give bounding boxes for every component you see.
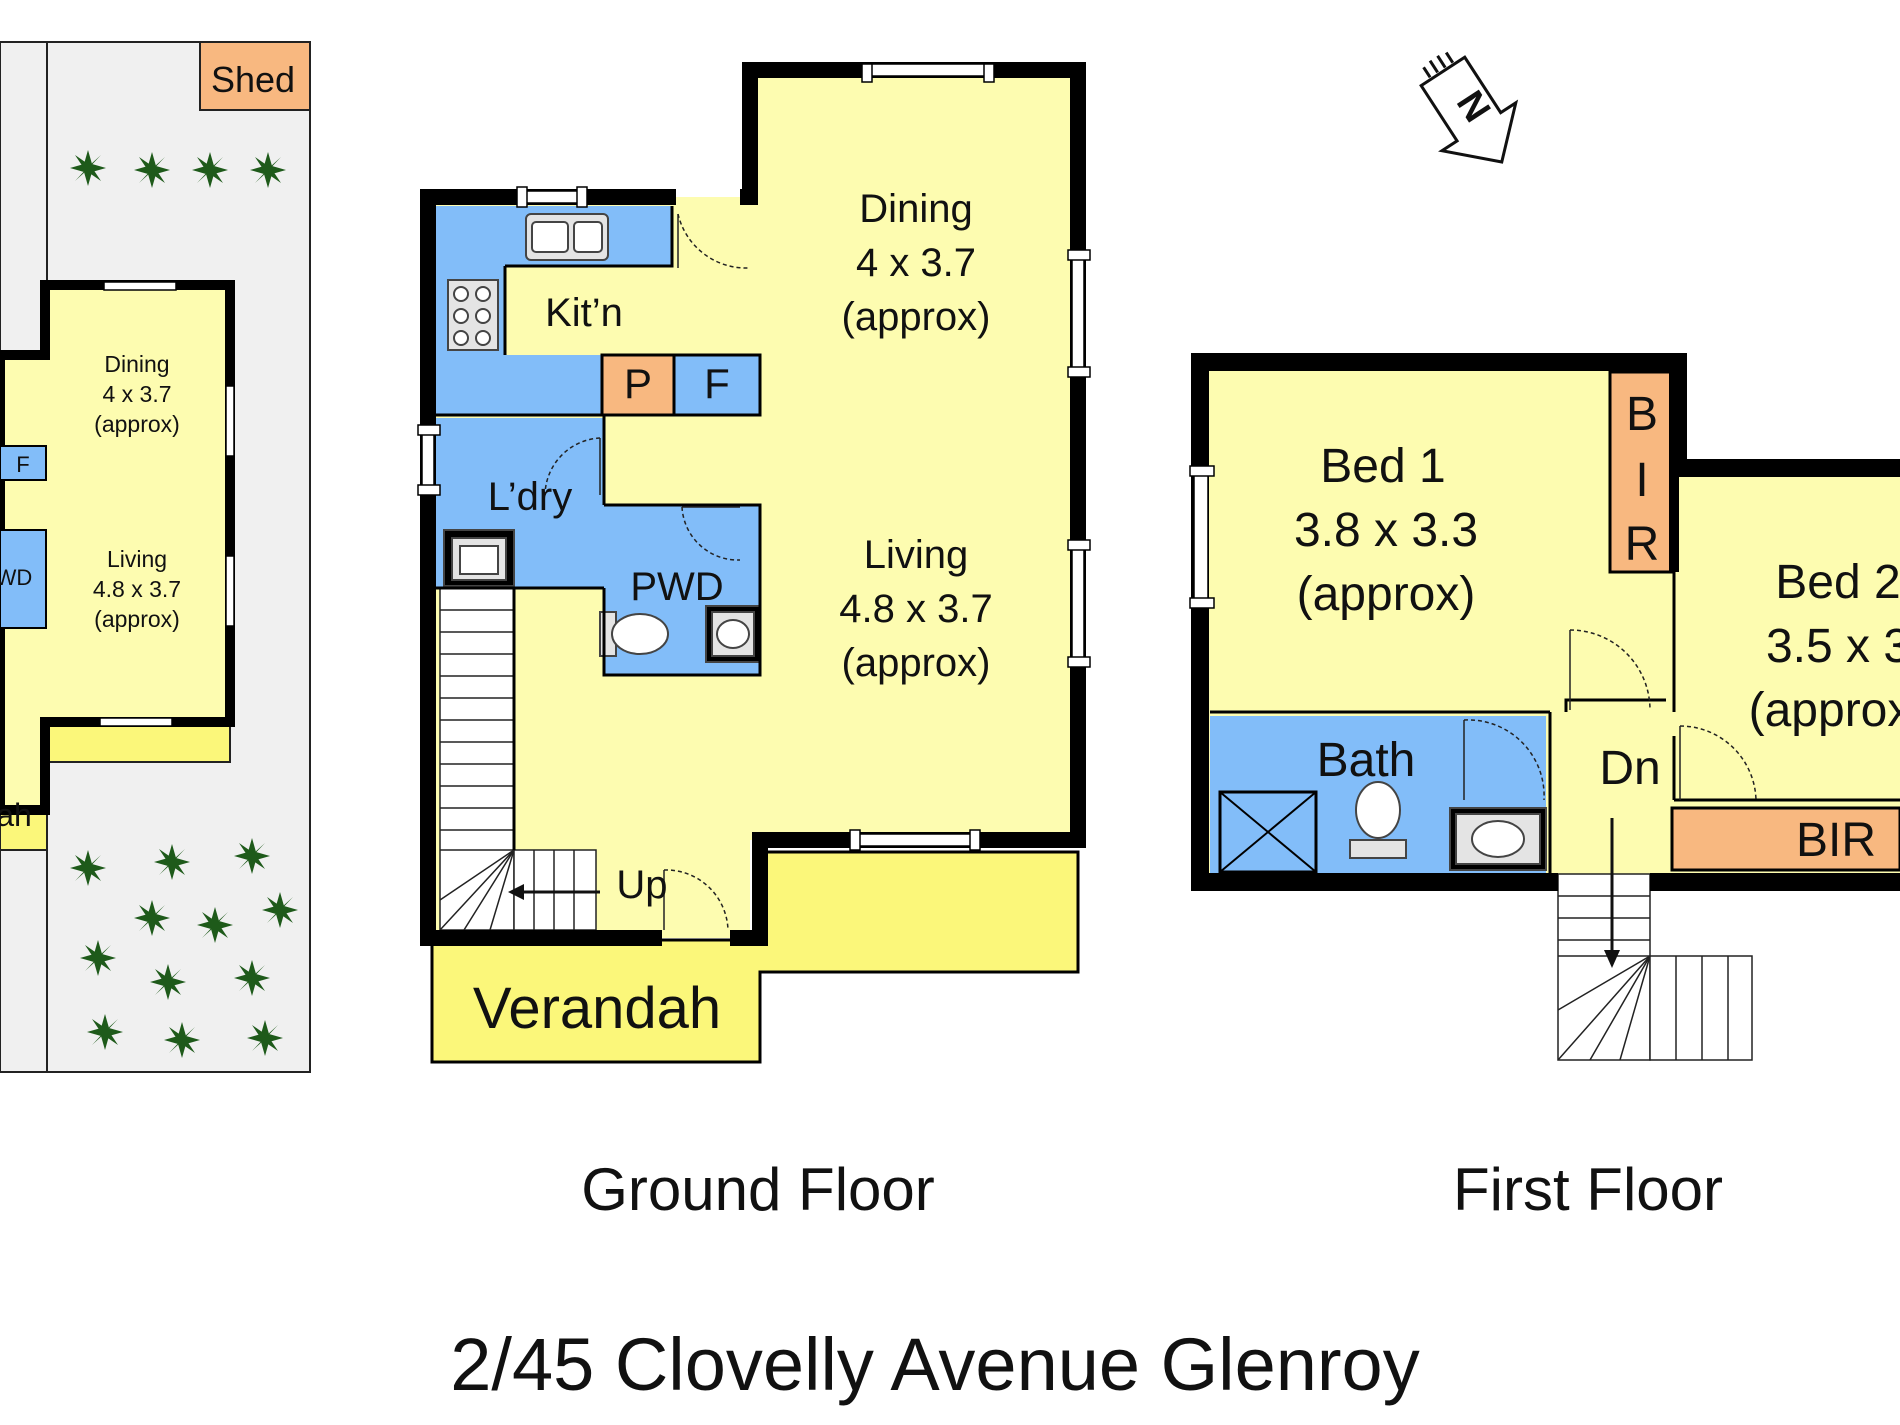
first-floor-caption: First Floor: [1453, 1156, 1723, 1223]
site-fridge: [0, 445, 47, 481]
site-living-size: 4.8 x 3.7: [93, 576, 181, 602]
gf-cooktop-icon: [447, 279, 499, 351]
ff-bed2-size: 3.5 x 3: [1766, 620, 1900, 673]
gf-stairs-label: Up: [616, 863, 667, 907]
site-powder-label: WD: [0, 565, 32, 590]
gf-laundry-tub-icon: [443, 529, 515, 587]
ff-bed2-name: Bed 2: [1775, 556, 1900, 609]
gf-toilet-icon: [599, 611, 669, 657]
site-plants-bottom: [70, 838, 298, 1058]
ff-bed1-size: 3.8 x 3.3: [1294, 504, 1478, 557]
gf-laundry-label: L’dry: [488, 475, 573, 519]
gf-living-approx: (approx): [842, 641, 991, 685]
gf-living-size: 4.8 x 3.7: [839, 587, 992, 631]
ff-toilet-icon: [1349, 781, 1407, 859]
ff-bed1-approx: (approx): [1297, 568, 1476, 621]
site-dining-name: Dining: [104, 351, 169, 377]
north-arrow-icon: N: [1419, 51, 1519, 164]
gf-powder-label: PWD: [630, 565, 723, 609]
address-title: 2/45 Clovelly Avenue Glenroy: [450, 1323, 1419, 1406]
site-dining-size: 4 x 3.7: [102, 381, 171, 407]
gf-pantry: [600, 353, 676, 417]
gf-fridge: [672, 353, 762, 417]
site-shed: [199, 41, 311, 111]
site-house: F WD Dining 4 x 3.7 (approx) Living 4.8 …: [0, 280, 235, 851]
ff-stairs-label: Dn: [1599, 742, 1660, 795]
site-plan: Shed F WD Dining 4 x 3.7 (approx) Living: [0, 41, 311, 1073]
site-verandah-label: ah: [0, 797, 32, 833]
gf-stairs: [439, 587, 597, 931]
site-powder: [0, 529, 47, 629]
gf-sink-icon: [525, 213, 609, 261]
gf-windows: [417, 63, 1091, 851]
gf-dining-name: Dining: [859, 187, 972, 231]
ff-bir-horizontal: [1670, 806, 1900, 872]
site-shed-label: Shed: [211, 59, 295, 100]
site-fridge-label: F: [16, 452, 29, 477]
ground-floor-caption: Ground Floor: [581, 1156, 935, 1223]
gf-pantry-label: P: [624, 360, 652, 407]
gf-fridge-label: F: [704, 360, 730, 407]
gf-dining-size: 4 x 3.7: [856, 241, 976, 285]
first-floor: Bed 1 3.8 x 3.3 (approx) B I R Bed 2 3.5…: [1189, 353, 1900, 1061]
gf-dining-approx: (approx): [842, 295, 991, 339]
ff-stairs: [1557, 873, 1753, 1061]
ground-floor: Dining 4 x 3.7 (approx) Kit’n P F L’dry …: [417, 62, 1091, 1064]
ff-bed1-name: Bed 1: [1320, 440, 1445, 493]
gf-basin-icon: [705, 605, 761, 663]
ff-bath-label: Bath: [1317, 734, 1416, 787]
ff-bir-label: BIR: [1796, 814, 1876, 867]
gf-verandah-label: Verandah: [473, 976, 721, 1041]
ff-bir-i: I: [1635, 454, 1648, 507]
site-dining-approx: (approx): [94, 411, 180, 437]
ff-bed2-approx: (approx): [1749, 684, 1900, 737]
site-living-approx: (approx): [94, 606, 180, 632]
ff-windows: [1189, 465, 1215, 609]
ff-bir-r: R: [1625, 518, 1660, 571]
gf-living-name: Living: [864, 533, 969, 577]
site-plants-top: [70, 150, 286, 188]
site-living-name: Living: [107, 546, 167, 572]
ff-bir-b: B: [1626, 388, 1658, 441]
ff-basin-icon: [1449, 807, 1547, 871]
gf-kitchen-label: Kit’n: [545, 291, 623, 335]
